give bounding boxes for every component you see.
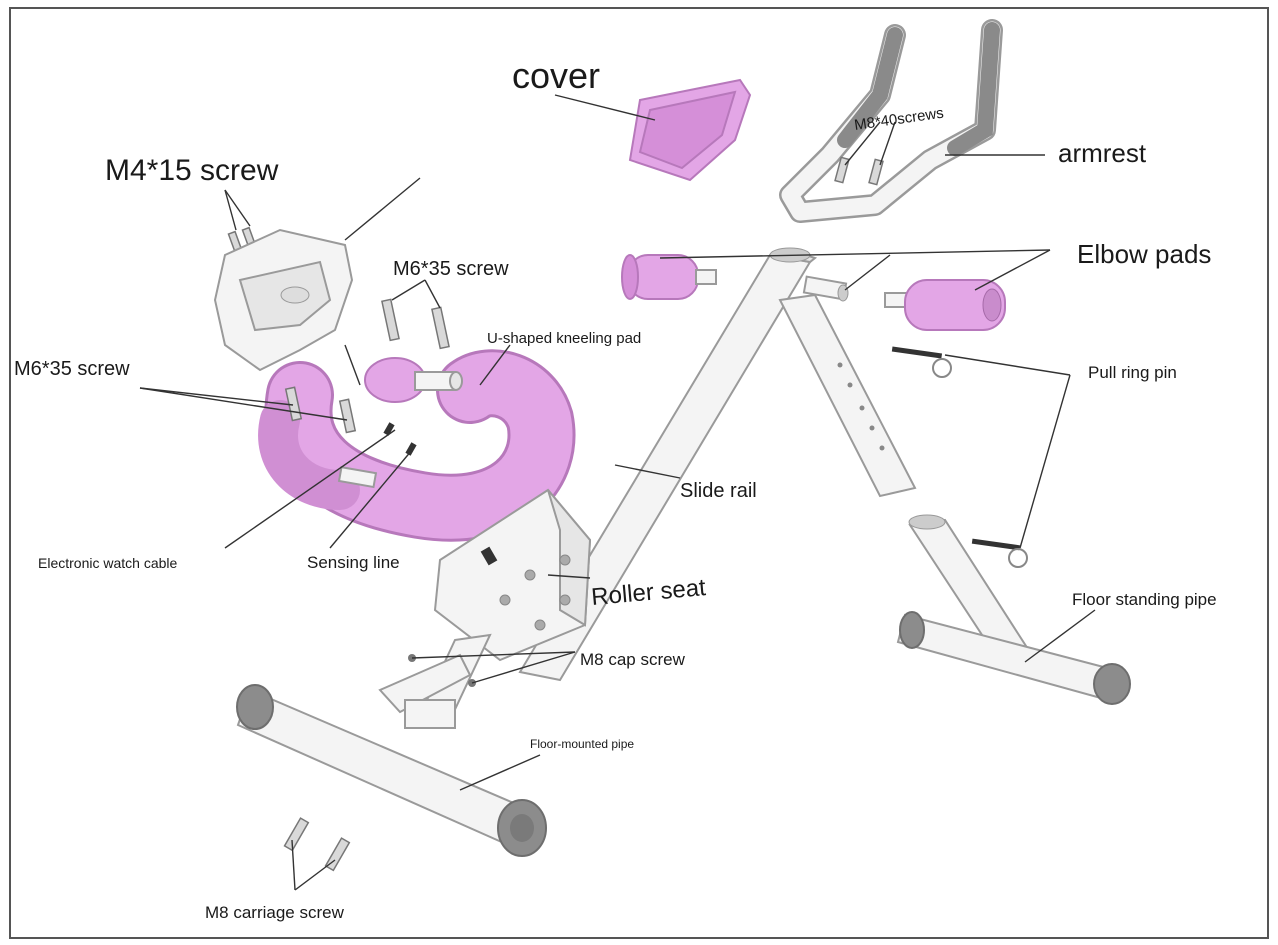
floor-standing-pipe-part	[896, 514, 1131, 705]
leader-lines	[139, 94, 1096, 891]
front-leg-tube	[778, 293, 917, 498]
label-elbow-pads: Elbow pads	[1077, 239, 1211, 269]
label-armrest: armrest	[1058, 138, 1147, 168]
label-electronic-watch-cable: Electronic watch cable	[38, 555, 178, 571]
m6-35-screws-top-part	[381, 298, 450, 350]
roller-seat-part	[433, 488, 592, 662]
label-slide-rail: Slide rail	[680, 480, 757, 502]
cover-part	[628, 78, 752, 182]
label-m8-cap-screw: M8 cap screw	[580, 650, 686, 669]
label-m8-carriage-screw: M8 carriage screw	[205, 903, 345, 922]
label-sensing-line: Sensing line	[307, 553, 400, 572]
label-m6-35-screw-left: M6*35 screw	[14, 358, 130, 380]
elbow-pad-right	[884, 279, 1006, 331]
label-m4-15-screw: M4*15 screw	[105, 154, 279, 187]
pull-ring-pin-top	[891, 346, 952, 378]
elbow-pad-left	[621, 254, 717, 300]
electronic-watch-housing	[213, 228, 354, 372]
label-floor-standing-pipe: Floor standing pipe	[1072, 590, 1217, 609]
label-pull-ring-pin: Pull ring pin	[1088, 363, 1177, 382]
label-floor-mounted-pipe: Floor-mounted pipe	[530, 737, 634, 751]
pull-ring-pin-bottom	[971, 538, 1028, 568]
label-m6-35-screw-top: M6*35 screw	[393, 258, 509, 280]
u-shaped-kneeling-pad-part	[258, 349, 576, 542]
label-cover: cover	[512, 55, 600, 96]
floor-mounted-pipe-part	[236, 684, 547, 857]
cable-connectors	[383, 422, 417, 456]
label-u-shaped-kneeling-pad: U-shaped kneeling pad	[487, 330, 641, 347]
armrest-part	[779, 19, 1003, 223]
